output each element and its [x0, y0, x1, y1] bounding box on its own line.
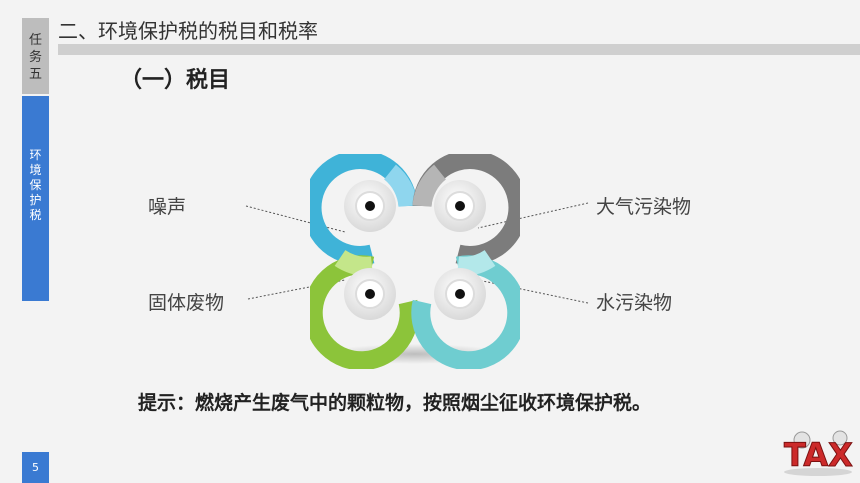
label-air-pollutant: 大气污染物	[596, 196, 692, 218]
page-number: 5	[22, 452, 49, 483]
sidebar-task-tab[interactable]: 任 务 五	[22, 18, 49, 94]
ring-solid	[310, 249, 419, 369]
four-ring-diagram	[310, 154, 520, 369]
page-title: 二、环境保护税的税目和税率	[58, 19, 318, 43]
label-solid-waste: 固体废物	[148, 292, 225, 314]
ring-water	[411, 249, 520, 369]
sidebar-topic-label: 环 境 保 护 税	[29, 148, 42, 222]
svg-text:TAX: TAX	[784, 436, 853, 474]
hint-text: 提示：燃烧产生废气中的颗粒物，按照烟尘征收环境保护税。	[138, 392, 652, 414]
ring-noise	[310, 154, 418, 266]
ring-centers	[344, 180, 486, 320]
sidebar-task-label: 任 务 五	[28, 33, 42, 82]
tax-logo: TAX	[784, 430, 854, 476]
section-heading: （一）税目	[120, 68, 231, 93]
sidebar-topic-tab[interactable]: 环 境 保 护 税	[22, 96, 49, 301]
label-water-pollutant: 水污染物	[596, 292, 673, 314]
ring-air	[412, 154, 520, 266]
title-underline-bar	[58, 44, 860, 55]
label-noise: 噪声	[148, 196, 187, 218]
